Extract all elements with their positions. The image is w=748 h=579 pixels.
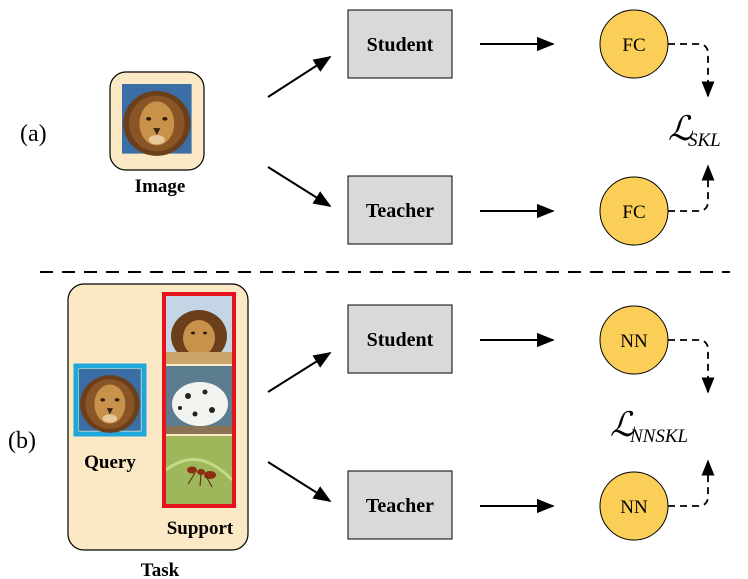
support-border [162, 292, 236, 508]
panel-a-label: (a) [20, 121, 47, 147]
loss-skl-subscript: SKL [688, 130, 721, 151]
arrow-image-to-student [267, 56, 332, 98]
loss-nnskl-subscript: NNSKL [629, 426, 688, 447]
fc-head-bottom-label: FC [622, 202, 645, 223]
arrow-task-to-student [267, 352, 332, 393]
student-label: Student [367, 34, 434, 56]
dashed-arrow-bottom-to-nn-loss [668, 459, 715, 507]
nn-head-bottom-label: NN [620, 497, 648, 518]
support-thumb-dog [166, 366, 232, 434]
student-box [347, 9, 453, 79]
query-label: Query [84, 452, 136, 473]
teacher-label-b: Teacher [366, 495, 434, 517]
support-thumbnails [162, 292, 236, 508]
dashed-arrow-top-to-loss [668, 43, 715, 98]
teacher-box-b [347, 470, 453, 540]
query-border [73, 363, 147, 437]
fc-head-top-label: FC [622, 35, 645, 56]
nn-head-top-label: NN [620, 331, 648, 352]
panel-b-label: (b) [8, 428, 36, 454]
support-label: Support [167, 518, 234, 539]
support-thumb-ant [165, 436, 234, 504]
panel-a: (a) Image Student Teacher FC FC ℒ SKL [20, 9, 721, 246]
loss-nnskl-symbol: ℒ [610, 407, 636, 444]
student-box-b [347, 304, 453, 374]
task-label: Task [141, 560, 180, 579]
support-thumb-lion [166, 296, 232, 364]
arrow-task-to-teacher [267, 461, 332, 502]
arrow-image-to-teacher [267, 166, 332, 207]
dashed-arrow-top-to-nn-loss [668, 339, 715, 394]
teacher-box [347, 175, 453, 245]
student-label-b: Student [367, 329, 434, 351]
query-thumbnail [79, 369, 141, 433]
panel-b: (b) Query [8, 283, 715, 579]
dashed-arrow-bottom-to-loss [668, 164, 715, 212]
image-label: Image [135, 176, 186, 197]
image-thumbnail [122, 84, 192, 156]
loss-skl-symbol: ℒ [668, 111, 694, 148]
teacher-label: Teacher [366, 200, 434, 222]
